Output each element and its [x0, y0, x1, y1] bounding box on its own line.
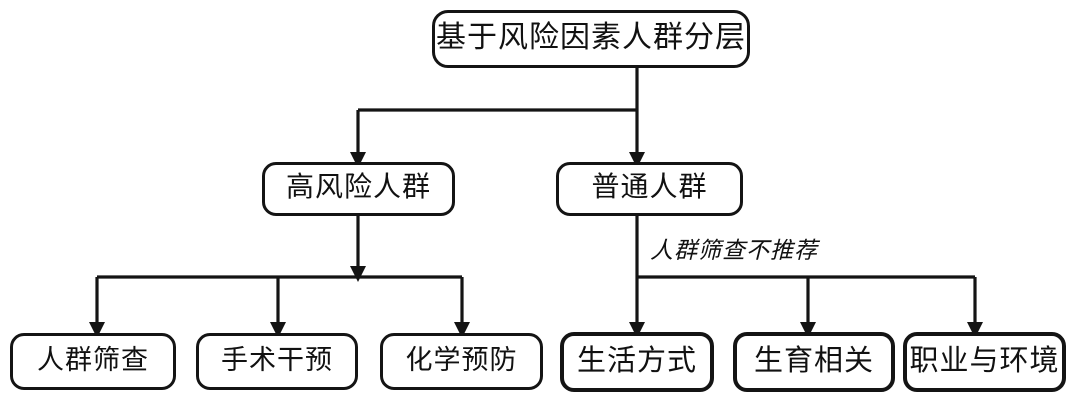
node-general[interactable]: 普通人群 — [556, 162, 743, 216]
node-general-label: 普通人群 — [591, 172, 708, 203]
node-occupation-environment-label: 职业与环境 — [909, 344, 1060, 377]
node-occupation-environment[interactable]: 职业与环境 — [903, 332, 1066, 392]
node-high-risk[interactable]: 高风险人群 — [262, 162, 455, 216]
node-root-label: 基于风险因素人群分层 — [436, 21, 746, 54]
node-screening[interactable]: 人群筛查 — [10, 333, 176, 390]
node-lifestyle-label: 生活方式 — [576, 344, 697, 377]
node-high-risk-label: 高风险人群 — [285, 172, 431, 203]
node-root[interactable]: 基于风险因素人群分层 — [432, 10, 750, 68]
node-surgery-label: 手术干预 — [221, 345, 333, 375]
node-reproductive[interactable]: 生育相关 — [733, 332, 895, 392]
node-chemoprevention-label: 化学预防 — [405, 345, 518, 375]
node-screening-label: 人群筛查 — [37, 345, 149, 375]
node-chemoprevention[interactable]: 化学预防 — [380, 333, 543, 390]
node-lifestyle[interactable]: 生活方式 — [560, 332, 714, 392]
node-reproductive-label: 生育相关 — [753, 344, 874, 377]
node-surgery[interactable]: 手术干预 — [196, 333, 358, 390]
edge-label-no-screening: 人群筛查不推荐 — [650, 238, 818, 263]
